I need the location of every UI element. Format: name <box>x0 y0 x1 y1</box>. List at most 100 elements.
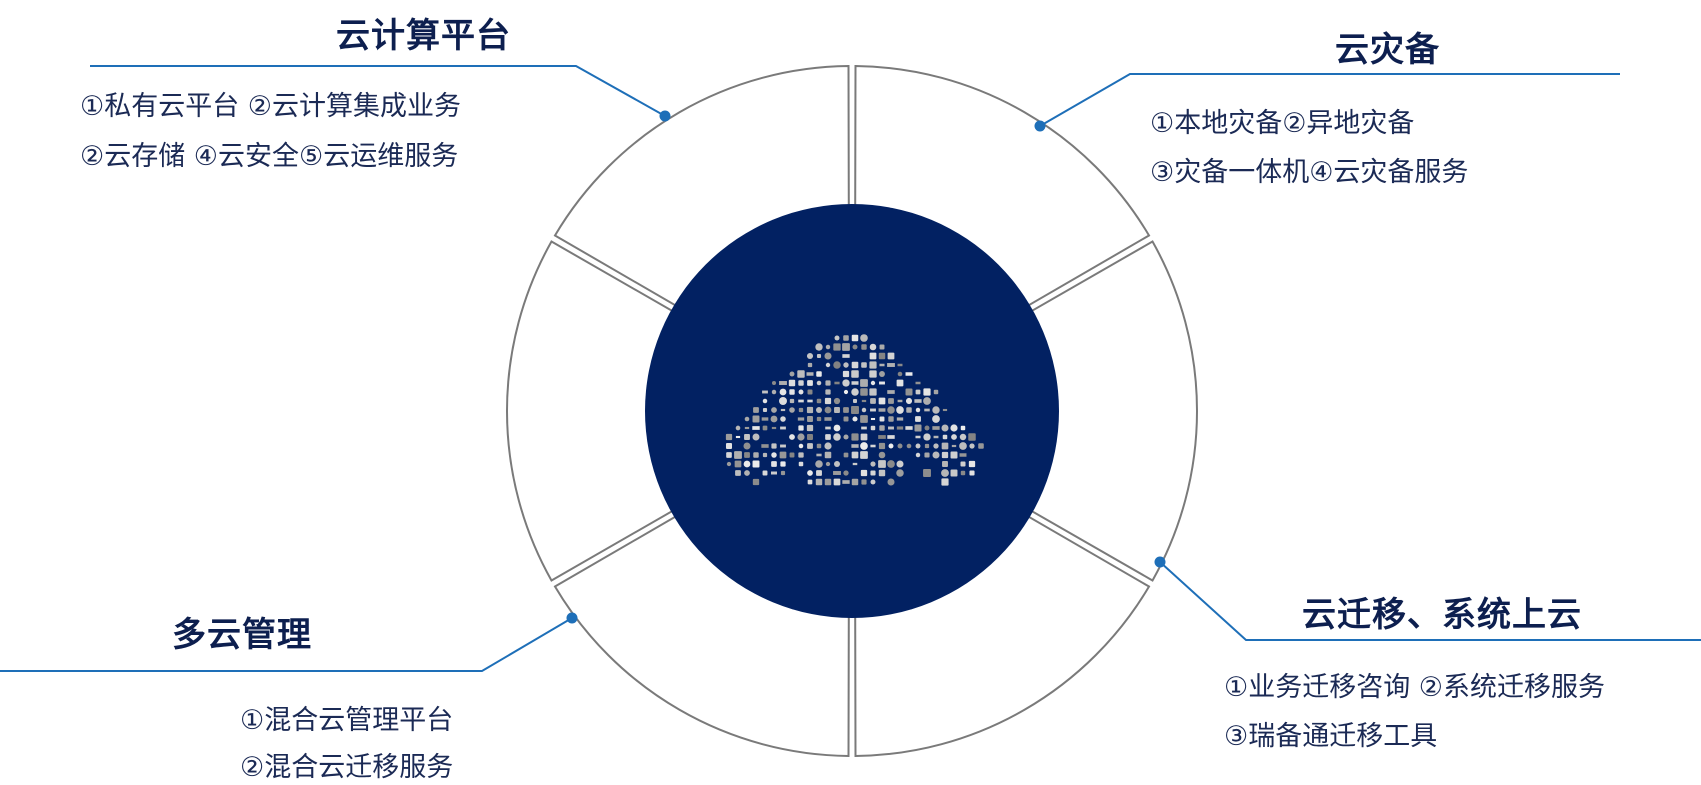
cloud-glyph <box>860 469 868 477</box>
cloud-glyph <box>861 479 867 485</box>
cloud-glyph <box>923 397 931 405</box>
cloud-glyph <box>779 388 787 396</box>
cloud-glyph <box>744 452 750 458</box>
cloud-glyph <box>798 461 804 467</box>
cloud-glyph <box>915 435 921 439</box>
leader-top-left <box>90 65 666 117</box>
cloud-glyph <box>825 389 831 395</box>
cloud-glyph <box>807 470 813 476</box>
cloud-glyph <box>843 407 849 413</box>
cloud-glyph <box>860 334 868 342</box>
cloud-glyph <box>860 433 868 441</box>
cloud-glyph <box>734 460 742 468</box>
leader-bottom-right <box>1159 561 1701 641</box>
cloud-glyph <box>860 415 868 423</box>
cloud-glyph <box>968 433 976 441</box>
cloud-glyph <box>726 452 732 458</box>
section-title-multi-cloud: 多云管理 <box>172 615 312 655</box>
cloud-glyph <box>897 399 903 403</box>
cloud-glyph <box>941 451 949 459</box>
cloud-glyph <box>923 469 931 477</box>
cloud-glyph <box>807 399 813 403</box>
cloud-glyph <box>789 398 795 404</box>
cloud-glyph <box>780 426 786 430</box>
cloud-glyph <box>834 407 840 413</box>
cloud-glyph <box>905 397 913 405</box>
cloud-glyph <box>798 399 804 403</box>
cloud-glyph <box>744 434 750 440</box>
cloud-glyph <box>752 426 760 430</box>
cloud-glyph <box>914 424 922 432</box>
cloud-glyph <box>735 425 741 431</box>
cloud-glyph <box>798 443 804 449</box>
cloud-glyph <box>878 408 886 412</box>
cloud-glyph <box>825 434 831 440</box>
cloud-glyph <box>816 380 822 386</box>
cloud-glyph <box>960 461 966 467</box>
leader-top-right <box>1039 73 1620 127</box>
cloud-glyph <box>870 408 876 412</box>
cloud-glyph <box>924 408 930 412</box>
cloud-glyph <box>807 389 813 395</box>
cloud-glyph <box>878 469 886 477</box>
cloud-glyph <box>834 335 840 341</box>
cloud-glyph <box>851 444 859 448</box>
cloud-glyph <box>860 442 868 450</box>
cloud-glyph <box>824 417 832 421</box>
cloud-glyph <box>942 461 948 467</box>
cloud-glyph <box>789 434 795 440</box>
cloud-glyph <box>833 424 841 432</box>
cloud-glyph <box>888 443 894 449</box>
cloud-glyph <box>780 461 786 467</box>
cloud-glyph <box>842 480 850 484</box>
section-title-cloud-computing: 云计算平台 <box>336 16 511 56</box>
cloud-glyph <box>816 407 822 413</box>
cloud-glyph <box>851 381 859 385</box>
cloud-glyph <box>896 379 904 387</box>
cloud-glyph <box>762 390 768 394</box>
cloud-glyph <box>924 443 930 449</box>
cloud-glyph <box>735 470 741 476</box>
cloud-glyph <box>905 372 913 376</box>
cloud-glyph <box>744 416 750 422</box>
cloud-glyph <box>887 478 895 486</box>
leader-dot-top-left <box>659 110 671 122</box>
cloud-glyph <box>762 452 768 458</box>
cloud-glyph <box>807 362 813 368</box>
cloud-glyph <box>780 408 786 412</box>
cloud-glyph <box>734 451 742 459</box>
cloud-glyph <box>843 389 849 395</box>
cloud-glyph <box>762 470 768 476</box>
cloud-glyph <box>825 362 831 368</box>
cloud-glyph <box>825 426 831 430</box>
cloud-glyph <box>879 371 885 377</box>
cloud-glyph <box>843 335 849 341</box>
cloud-glyph <box>870 425 876 431</box>
cloud-glyph <box>896 460 904 468</box>
cloud-glyph <box>888 426 894 430</box>
cloud-glyph <box>815 460 823 468</box>
cloud-glyph <box>806 424 814 432</box>
cloud-glyph <box>771 407 777 413</box>
cloud-glyph <box>959 442 967 450</box>
section-item: ①业务迁移咨询 ②系统迁移服务 <box>1224 672 1605 703</box>
cloud-glyph <box>932 415 940 423</box>
cloud-glyph <box>879 344 885 350</box>
cloud-glyph <box>906 443 912 449</box>
cloud-glyph <box>870 444 876 448</box>
cloud-glyph <box>896 417 904 421</box>
cloud-glyph <box>960 470 966 476</box>
cloud-glyph <box>950 451 958 459</box>
leader-dot-top-right <box>1034 120 1046 132</box>
cloud-glyph <box>951 434 957 440</box>
cloud-glyph <box>843 470 849 476</box>
cloud-glyph <box>896 469 904 477</box>
cloud-glyph <box>861 344 867 350</box>
cloud-glyph <box>833 478 841 486</box>
cloud-glyph <box>950 469 958 477</box>
cloud-glyph <box>743 460 751 468</box>
cloud-glyph <box>725 433 733 441</box>
cloud-glyph <box>852 416 858 422</box>
cloud-glyph <box>771 389 777 395</box>
cloud-glyph <box>941 478 949 486</box>
